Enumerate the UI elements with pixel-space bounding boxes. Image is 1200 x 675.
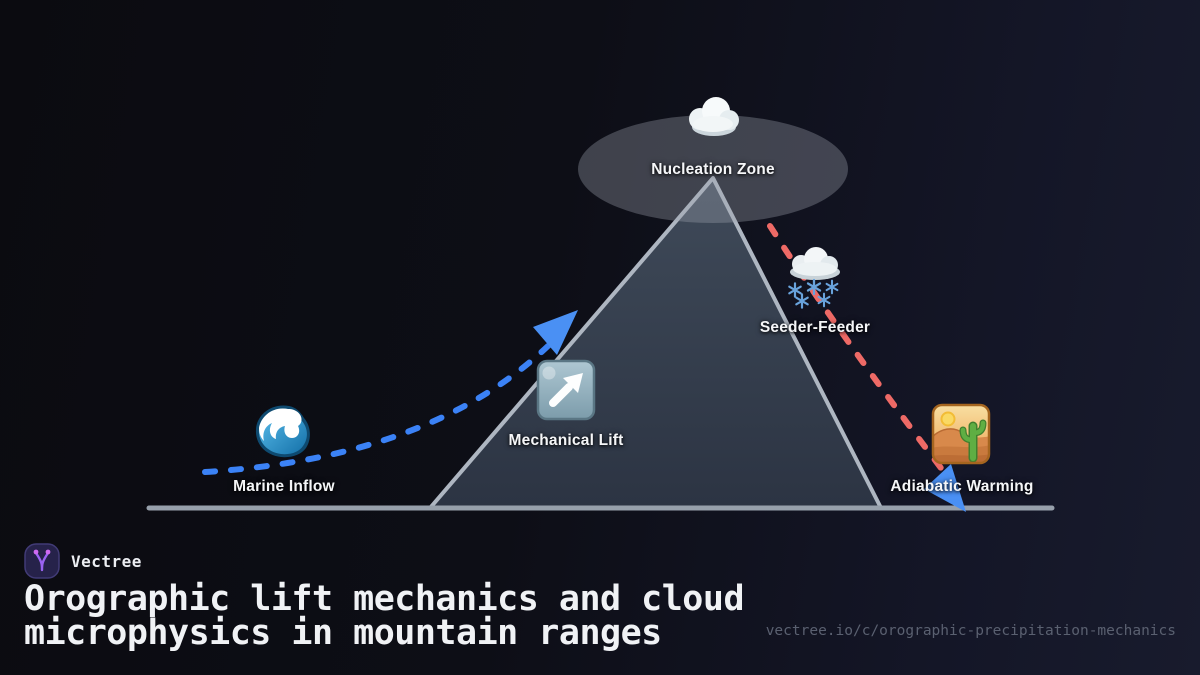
descent-arrowhead-icon [924,464,966,512]
mountain-body [430,178,881,508]
cloud-icon [689,97,739,136]
seeder-feeder-label: Seeder-Feeder [759,319,871,336]
title-line-1: Orographic lift mechanics and cloud [24,579,745,619]
ascent-arrowhead-icon [533,310,578,355]
title-line-2: microphysics in mountain ranges [24,613,662,653]
descent-flow-arrow [767,223,947,475]
snow-cloud-icon [788,247,840,309]
vectree-branch-icon [24,543,60,579]
ascent-flow-arrow [202,343,551,475]
brand-row: Vectree [24,543,142,579]
up-right-arrow-icon [536,359,596,421]
desert-icon [931,403,991,465]
page-title: Orographic lift mechanics and cloud micr… [24,579,745,653]
nucleation-zone-label: Nucleation Zone [651,161,775,178]
mountain-ridge-line [428,176,883,510]
marine-inflow-label: Marine Inflow [233,478,335,495]
ocean-wave-icon [255,405,310,458]
cloud-cap-ellipse [578,115,848,223]
mechanical-lift-label: Mechanical Lift [508,432,624,449]
adiabatic-warming-label: Adiabatic Warming [890,478,1034,495]
brand-name: Vectree [71,551,142,571]
source-url: vectree.io/c/orographic-precipitation-me… [765,623,1176,639]
